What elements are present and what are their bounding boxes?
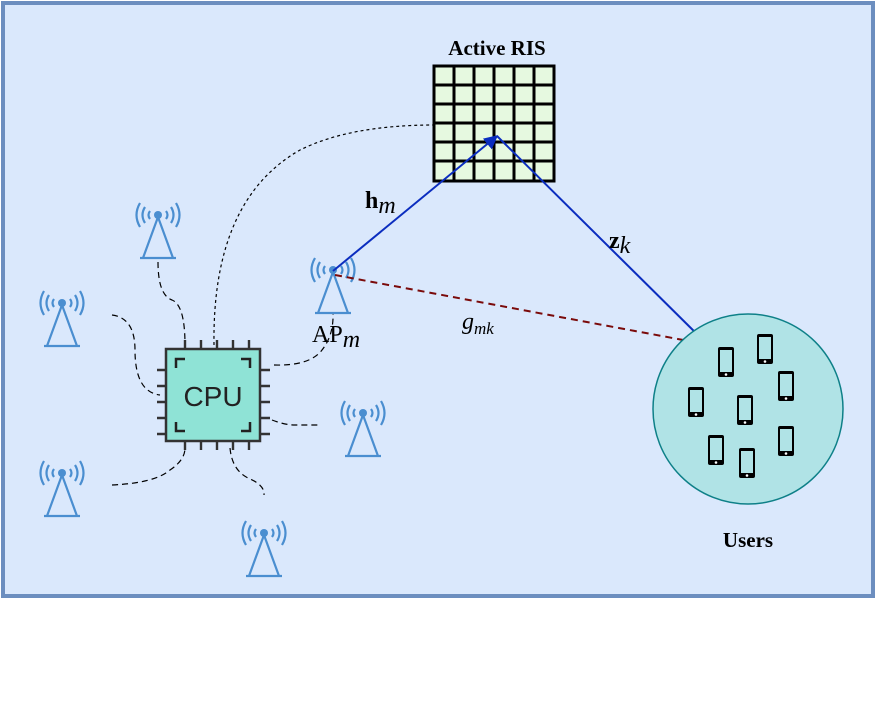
cpu-chip-icon [157,340,270,450]
cpu-label: CPU [183,381,242,412]
smartphone-icon [778,426,794,456]
users-label: Users [723,528,773,552]
direct-link [334,274,712,350]
fronthaul-links [111,261,334,496]
ris-title: Active RIS [448,36,545,60]
h-label: hm [365,188,396,219]
ap-ris-link [332,135,499,272]
smartphone-icon [718,347,734,377]
ap-label: APm [312,322,360,353]
smartphone-icon [708,435,724,465]
smartphone-icon [737,395,753,425]
g-label: gmk [462,309,494,338]
active-ris [432,64,556,183]
smartphone-icon [739,448,755,478]
ris-users-link [496,135,711,348]
z-label: zk [609,228,631,259]
smartphone-icon [757,334,773,364]
smartphone-icon [688,387,704,417]
smartphone-icon [778,371,794,401]
cpu-ris-control-link [213,124,436,346]
